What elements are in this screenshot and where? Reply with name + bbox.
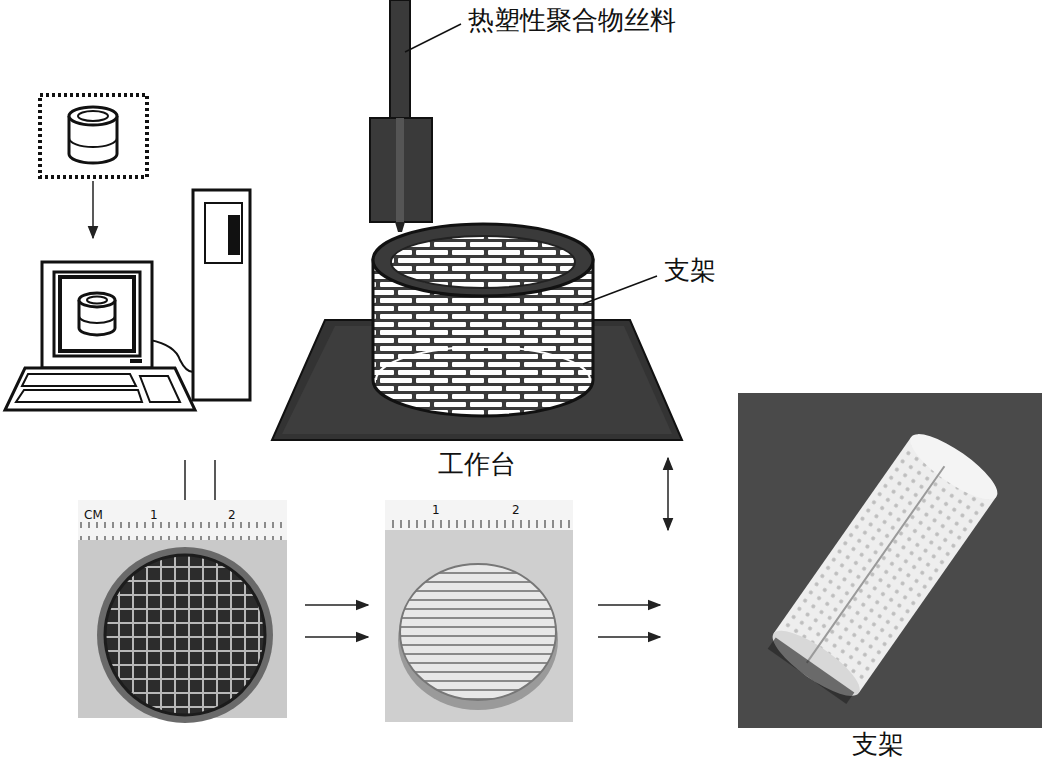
- ruler-number: 2: [228, 505, 236, 523]
- ruler-number-text: 1: [432, 503, 440, 517]
- photo-caption: 支架: [852, 730, 904, 760]
- ruler-number: 2: [512, 500, 520, 518]
- part-label: 工作台: [438, 450, 516, 480]
- flow-arrow: [92, 181, 94, 238]
- ruler-number: 1: [150, 505, 158, 523]
- photo-scaffold: [738, 393, 1042, 728]
- filament-inside: [396, 118, 404, 222]
- part-label: 支架: [664, 256, 716, 286]
- model-icon: [69, 107, 117, 163]
- part-label: 热塑性聚合物丝料: [468, 6, 676, 36]
- leader-line: [405, 24, 461, 52]
- filament: [390, 0, 410, 118]
- screen-model-icon: [79, 293, 115, 335]
- model-frame: [40, 95, 147, 177]
- scaffold-cylinder: [373, 224, 593, 416]
- ruler-unit-text: CM: [84, 508, 103, 522]
- double-arrow: [667, 458, 669, 530]
- leader-line: [583, 276, 657, 304]
- photo-grid-disc: [78, 500, 287, 723]
- ruler-unit: CM: [84, 505, 103, 523]
- part-label-text: 支架: [664, 255, 716, 285]
- photo-caption-text: 支架: [852, 729, 904, 759]
- ruler-number: 1: [432, 500, 440, 518]
- ruler-number-text: 2: [228, 508, 236, 522]
- computer: [5, 190, 250, 410]
- extruder-head: [370, 118, 432, 222]
- nozzle: [395, 222, 405, 232]
- part-label-text: 热塑性聚合物丝料: [468, 5, 676, 35]
- part-label-text: 工作台: [438, 449, 516, 479]
- ruler-number-text: 2: [512, 503, 520, 517]
- photo-striped-disc: [385, 500, 573, 722]
- ruler-number-text: 1: [150, 508, 158, 522]
